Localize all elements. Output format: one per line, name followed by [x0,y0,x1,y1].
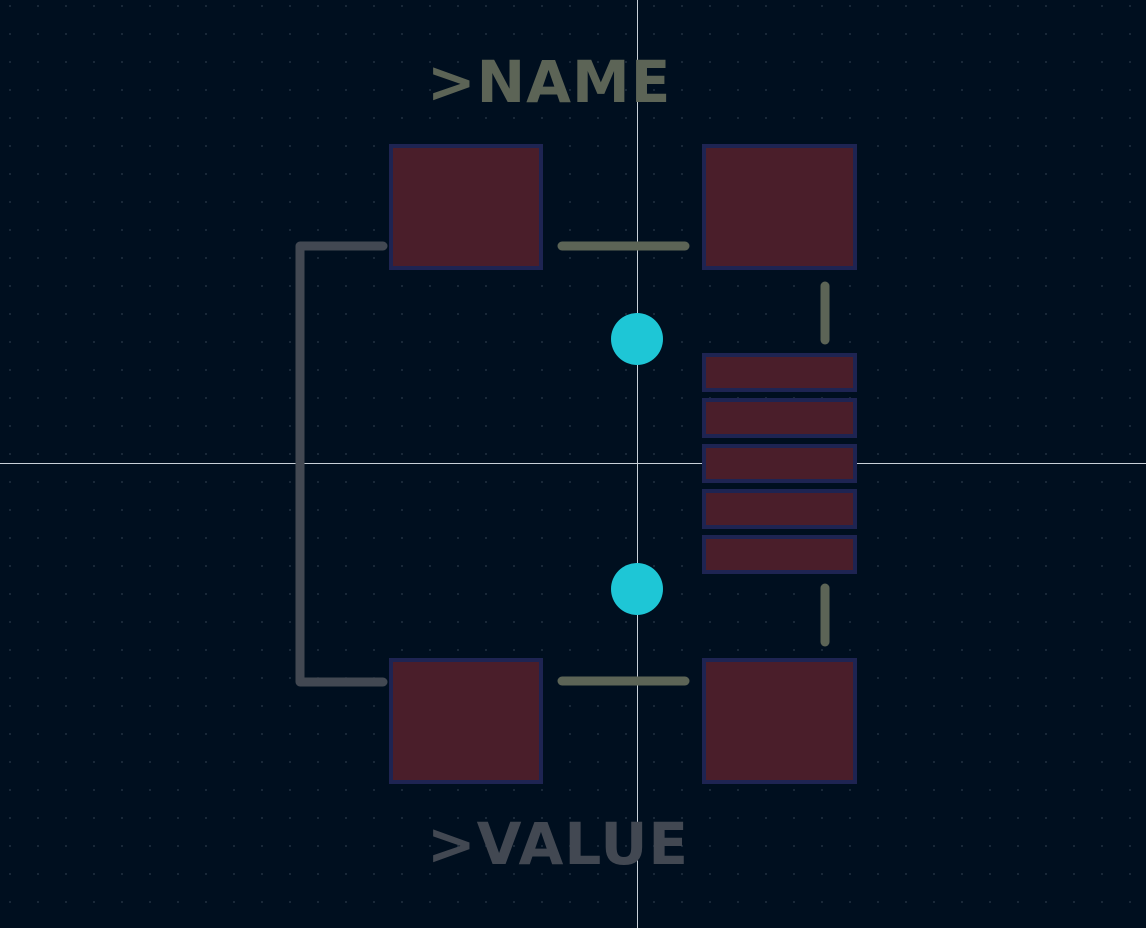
hole-lower[interactable] [611,563,663,615]
hole-upper[interactable] [611,313,663,365]
pad-bottom-left[interactable] [389,658,543,784]
pad-small-5[interactable] [702,535,857,574]
pad-small-4[interactable] [702,489,857,529]
pad-small-3[interactable] [702,444,857,483]
pad-small-2[interactable] [702,398,857,438]
pad-top-right[interactable] [702,144,857,270]
pad-top-left[interactable] [389,144,543,270]
value-label[interactable]: >VALUE [427,810,689,878]
name-label[interactable]: >NAME [427,48,671,116]
pad-bottom-right[interactable] [702,658,857,784]
pad-small-1[interactable] [702,353,857,392]
courtyard-bracket [295,241,388,687]
